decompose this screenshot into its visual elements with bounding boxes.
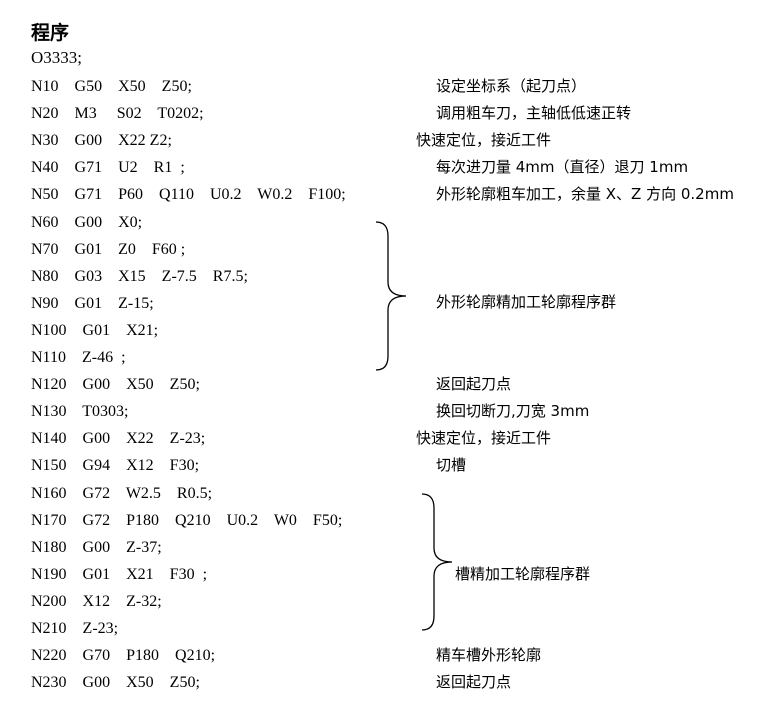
program-line-comment: 每次进刀量 4mm（直径）退刀 1mm [436, 158, 689, 177]
program-line-comment: 外形轮廓粗车加工，余量 X、Z 方向 0.2mm [436, 185, 734, 204]
group-label-2: 槽精加工轮廓程序群 [455, 565, 591, 583]
program-line-code: N10 G50 X50 Z50; [31, 78, 192, 95]
program-line: N170 G72 P180 Q210 U0.2 W0 F50; [31, 507, 771, 534]
program-line: N220 G70 P180 Q210; 精车槽外形轮廓 [31, 642, 771, 669]
program-line: N50 G71 P60 Q110 U0.2 W0.2 F100; 外形轮廓粗车加工… [31, 181, 771, 208]
program-line-code: N160 G72 W2.5 R0.5; [31, 484, 213, 502]
program-line-comment: 返回起刀点 [436, 673, 512, 692]
program-line: N70 G01 Z0 F60 ; [31, 236, 771, 263]
program-line-comment: 快速定位，接近工件 [416, 429, 552, 448]
program-line: N100 G01 X21; [31, 317, 771, 344]
program-line: N130 T0303; 换回切断刀,刀宽 3mm [31, 398, 771, 425]
program-line: N150 G94 X12 F30; 切槽 [31, 452, 771, 479]
program-line-comment: 精车槽外形轮廓 [436, 646, 542, 665]
program-line-code: N120 G00 X50 Z50; [31, 376, 200, 394]
program-line-code: N110 Z-46 ; [31, 349, 126, 366]
program-line: N80 G03 X15 Z-7.5 R7.5; [31, 263, 771, 290]
program-line-code: N220 G70 P180 Q210; [31, 647, 216, 665]
program-line-code: N20 M3 S02 T0202; [31, 105, 204, 123]
program-line: N160 G72 W2.5 R0.5; [31, 480, 771, 507]
program-number: O3333; [31, 48, 82, 67]
program-line: N10 G50 X50 Z50; 设定坐标系（起刀点） [31, 73, 771, 100]
program-line-code: N180 G00 Z-37; [31, 538, 162, 556]
program-line-code: N30 G00 X22 Z2; [31, 132, 172, 150]
program-line-comment: 快速定位，接近工件 [416, 131, 552, 150]
program-line: N60 G00 X0; [31, 209, 771, 236]
program-line-code: N70 G01 Z0 F60 ; [31, 240, 186, 258]
program-line: N190 G01 X21 F30 ; [31, 561, 771, 588]
program-line-code: N130 T0303; [31, 403, 129, 421]
program-line: N30 G00 X22 Z2; 快速定位，接近工件 [31, 127, 771, 154]
program-line-code: N150 G94 X12 F30; [31, 457, 200, 475]
program-line-code: N200 X12 Z-32; [31, 592, 162, 610]
program-line: N210 Z-23; [31, 615, 771, 642]
program-line-comment: 切槽 [436, 456, 467, 475]
group-brace-1 [375, 221, 407, 371]
program-line: N90 G01 Z-15; [31, 290, 771, 317]
program-line-code: N80 G03 X15 Z-7.5 R7.5; [31, 267, 248, 285]
program-line: N230 G00 X50 Z50; 返回起刀点 [31, 669, 771, 696]
program-line-code: N50 G71 P60 Q110 U0.2 W0.2 F100; [31, 186, 346, 204]
program-line: N180 G00 Z-37; [31, 534, 771, 561]
program-line-code: N90 G01 Z-15; [31, 294, 154, 312]
program-line-code: N230 G00 X50 Z50; [31, 674, 200, 692]
program-line: N140 G00 X22 Z-23; 快速定位，接近工件 [31, 425, 771, 452]
program-line-code: N210 Z-23; [31, 620, 119, 637]
program-line-code: N190 G01 X21 F30 ; [31, 565, 208, 583]
program-line-code: N60 G00 X0; [31, 213, 143, 231]
document-title: 程序 [31, 22, 70, 44]
program-line-comment: 调用粗车刀，主轴低低速正转 [436, 104, 632, 123]
program-line: N200 X12 Z-32; [31, 588, 771, 615]
program-line-code: N40 G71 U2 R1 ; [31, 159, 185, 177]
program-line-code: N140 G00 X22 Z-23; [31, 430, 206, 448]
program-line-comment: 返回起刀点 [436, 375, 512, 394]
program-line: N110 Z-46 ; [31, 344, 771, 371]
group-label-1: 外形轮廓精加工轮廓程序群 [436, 293, 617, 311]
program-line-code: N100 G01 X21; [31, 321, 159, 339]
group-brace-2 [421, 493, 453, 631]
program-line-comment: 设定坐标系（起刀点） [436, 77, 587, 95]
program-line-code: N170 G72 P180 Q210 U0.2 W0 F50; [31, 511, 343, 529]
program-line: N20 M3 S02 T0202; 调用粗车刀，主轴低低速正转 [31, 100, 771, 127]
program-line: N120 G00 X50 Z50; 返回起刀点 [31, 371, 771, 398]
program-line-comment: 换回切断刀,刀宽 3mm [436, 402, 590, 421]
program-line: N40 G71 U2 R1 ; 每次进刀量 4mm（直径）退刀 1mm [31, 154, 771, 181]
